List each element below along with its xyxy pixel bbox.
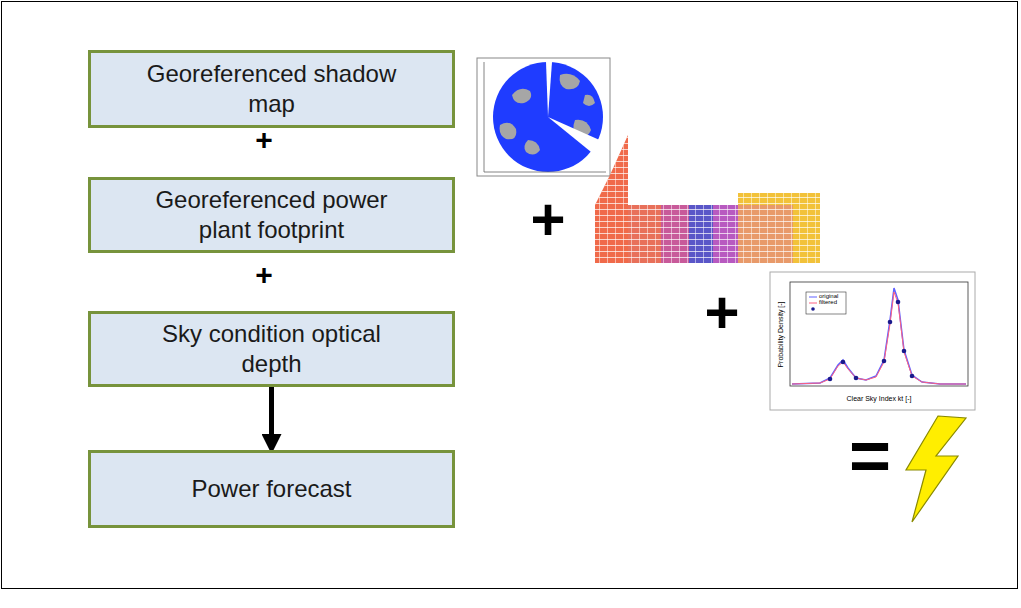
legend-text: original [819,293,838,299]
process-box: Power forecast [88,450,455,528]
box-text: Georeferenced power plant footprint [131,185,412,245]
plant-footprint [595,135,820,263]
lightning-bolt [906,416,966,522]
axis-title: Probability Density [-] [776,301,783,367]
plus-sign: + [704,283,739,343]
plus-sign: + [255,125,273,155]
process-box: Georeferenced shadow map [88,50,455,128]
plus-sign: + [255,260,273,290]
equals-sign: = [849,419,891,491]
box-text: Georeferenced shadow map [131,59,412,119]
box-text: Power forecast [191,474,351,504]
box-text: Sky condition optical depth [131,319,412,379]
shadow-map [477,58,610,176]
axis-title: Clear Sky Index kt [-] [847,395,912,402]
legend-text: filtered [819,299,837,305]
flow-arrow [269,387,274,449]
process-box: Sky condition optical depth [88,311,455,387]
distribution-plot [770,272,975,410]
process-box: Georeferenced power plant footprint [88,177,455,253]
plus-sign: + [530,190,565,250]
